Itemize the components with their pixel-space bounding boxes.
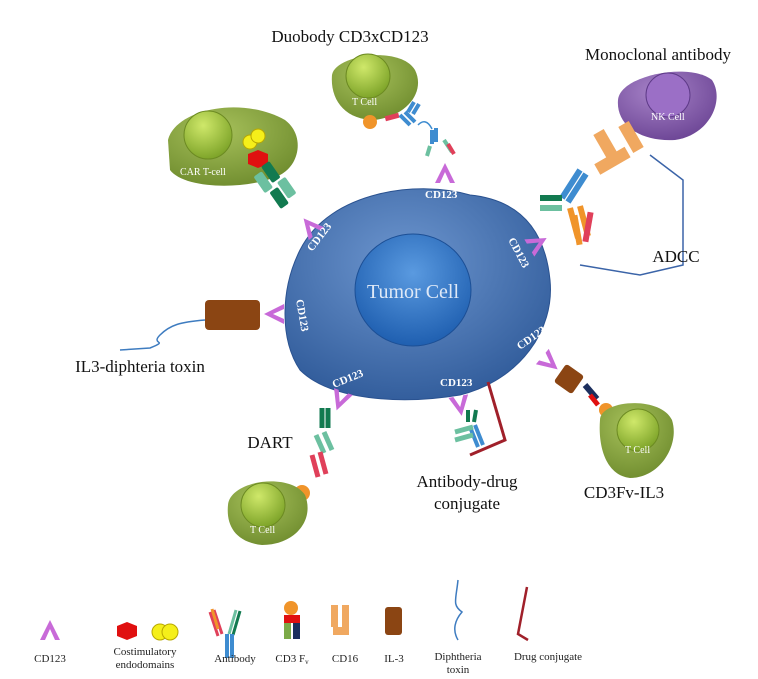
- legend-label: CD123: [34, 653, 66, 665]
- adc-label-line1: Antibody-drug: [416, 472, 518, 491]
- drug-conjugate-icon: [469, 381, 507, 457]
- il3-diphtheria-toxin: [119, 300, 260, 351]
- cd123-receptor-icon: [435, 163, 455, 183]
- cd3fv-il3-construct: T Cell: [554, 364, 674, 478]
- legend-label: toxin: [447, 664, 470, 676]
- car-t-cell-label: CAR T-cell: [180, 167, 226, 178]
- t-cell-label: T Cell: [250, 525, 275, 536]
- duobody-label: Duobody CD3xCD123: [271, 27, 428, 46]
- dart-label: DART: [247, 433, 293, 452]
- cd3-icon: [363, 115, 377, 129]
- duobody-t-cell: T Cell: [331, 53, 456, 157]
- tumor-cell: Tumor Cell: [284, 188, 551, 401]
- legend-circles-icon: [161, 623, 179, 641]
- cd123-receptor-icon: [264, 304, 284, 324]
- legend-cd3fv-text: CD3 F: [275, 653, 305, 665]
- adcc-bracket: [579, 154, 684, 276]
- antibody-drug-conjugate: [454, 381, 507, 457]
- legend-label: CD16: [332, 653, 359, 665]
- tumor-nucleus: [354, 233, 472, 347]
- cd123-receptor-icon: [535, 348, 565, 378]
- nk-cell: NK Cell: [540, 71, 717, 276]
- car-t-cell: CAR T-cell: [168, 107, 298, 209]
- legend-cd3fv-icon: [284, 601, 300, 639]
- legend-label: Drug conjugate: [514, 651, 582, 663]
- cd123-label: CD123: [293, 298, 311, 332]
- cd123-label: CD123: [425, 189, 458, 201]
- legend-cd16-icon: [331, 605, 349, 635]
- legend-label: IL-3: [384, 653, 404, 665]
- cd16-icon: [593, 121, 644, 175]
- legend-il3-icon: [385, 607, 402, 635]
- monoclonal-antibody-icon: [540, 168, 594, 246]
- costimulatory-hexagon-icon: [248, 150, 268, 168]
- monoclonal-label: Monoclonal antibody: [585, 45, 731, 64]
- adcc-label: ADCC: [652, 247, 699, 266]
- costimulatory-circle-icon: [250, 128, 266, 144]
- legend-cd3fv-subscript: v: [305, 658, 309, 666]
- toxin-line: [119, 319, 206, 351]
- legend: CD123 Costimulatory endodomains Antibody…: [34, 579, 582, 676]
- legend-label: endodomains: [116, 659, 175, 671]
- car-scfv-icon: [254, 161, 296, 209]
- t-cell-label: T Cell: [352, 97, 377, 108]
- il3-icon: [205, 300, 260, 330]
- legend-label: Costimulatory: [114, 646, 177, 658]
- legend-label: Diphtheria: [434, 651, 481, 663]
- cd3fv-il3-label: CD3Fv-IL3: [584, 483, 664, 502]
- il3-toxin-label: IL3-diphteria toxin: [75, 357, 205, 376]
- legend-antibody-icon: [208, 608, 242, 658]
- cd123-label: CD123: [440, 377, 473, 389]
- adc-label-line2: conjugate: [434, 494, 500, 513]
- t-cell-label: T Cell: [625, 445, 650, 456]
- legend-hexagon-icon: [117, 622, 137, 640]
- tumor-cell-label: Tumor Cell: [367, 281, 460, 303]
- legend-label: Antibody: [214, 653, 256, 665]
- legend-drug-icon: [516, 586, 529, 642]
- legend-cd123-icon: [40, 620, 60, 640]
- il3-icon: [554, 364, 584, 394]
- legend-toxin-icon: [454, 579, 464, 641]
- dart-construct: T Cell: [227, 408, 335, 545]
- legend-label: CD3 Fv: [275, 653, 309, 666]
- nk-cell-label: NK Cell: [651, 112, 685, 123]
